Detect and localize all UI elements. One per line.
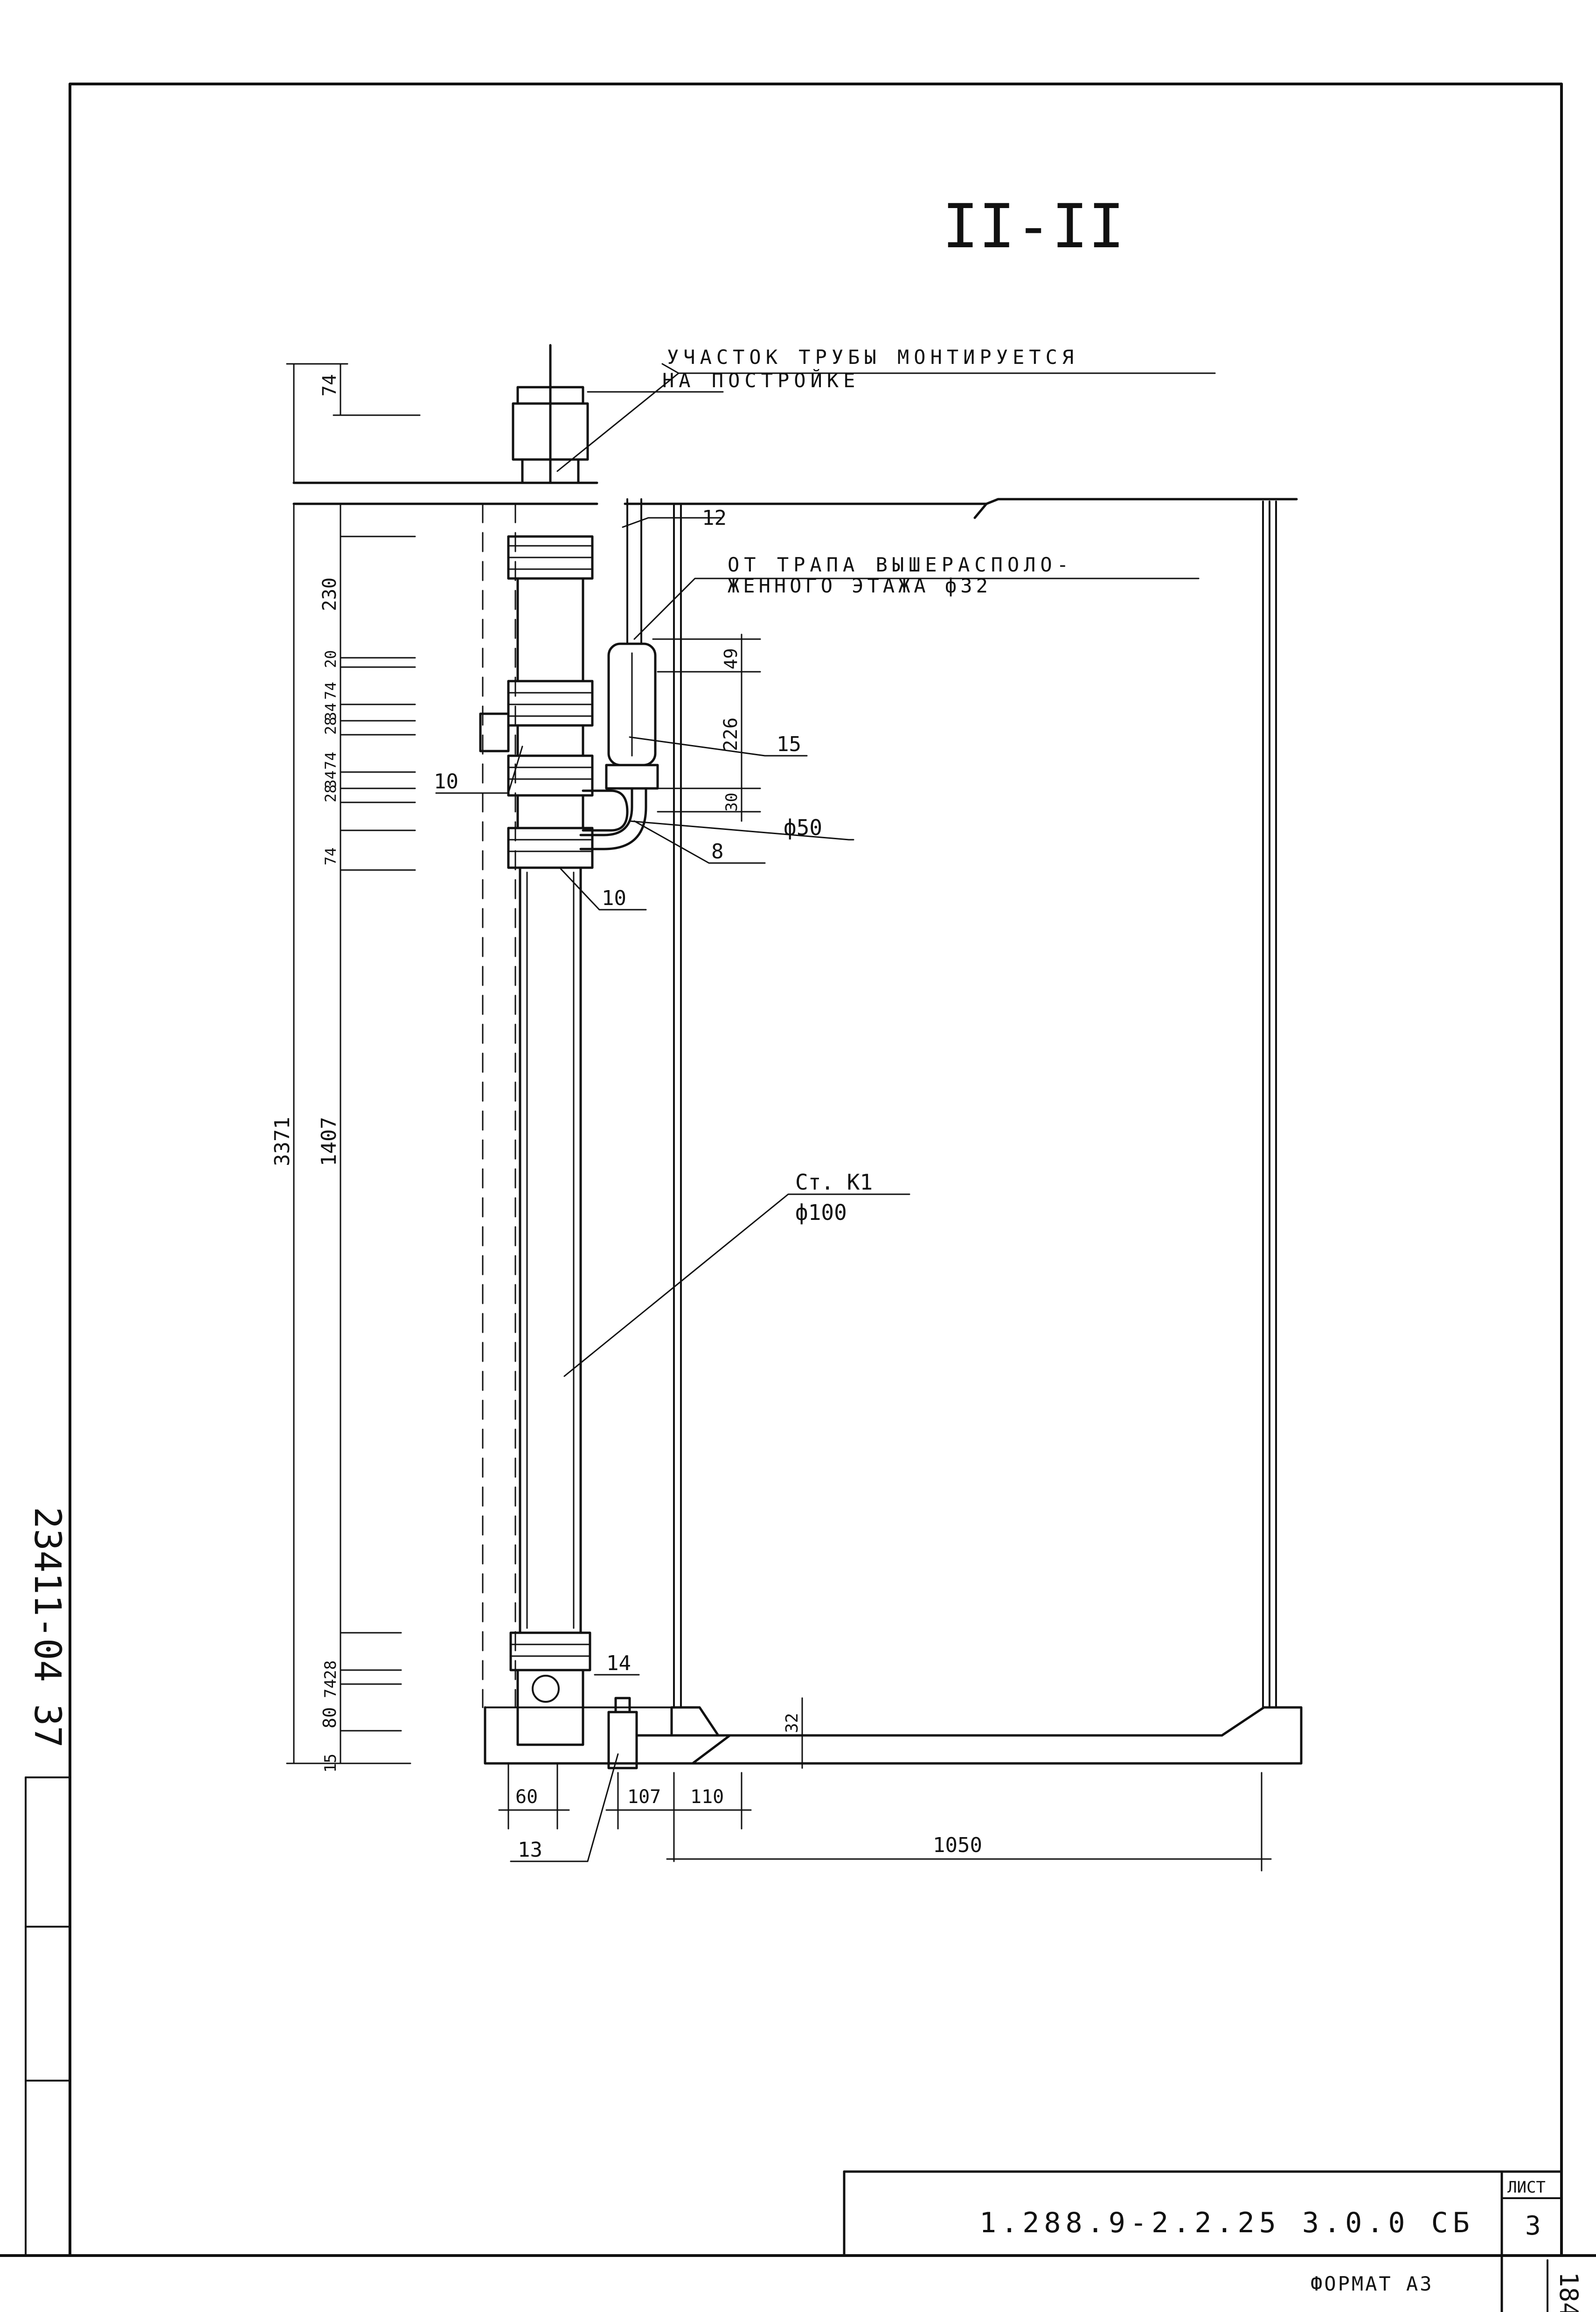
position-10-upper: 10 [434,770,458,794]
drawing-code: 1.288.9-2.2.25 3.0.0 СБ [979,2207,1474,2239]
floor-structure [292,481,1303,1765]
riser-pipe [479,344,629,1746]
svg-text:15: 15 [321,1754,340,1773]
dimension-lines-left [286,363,421,1764]
diameter-50-label: ф50 [784,815,822,840]
svg-text:30: 30 [722,793,741,812]
left-dimension-values: 74 230 20 74 34 28 74 34 28 74 3371 1407… [271,374,341,1773]
side-stamp: 23411-04 37 [26,1507,68,1748]
dimension-lines-bottom [498,1762,1272,1872]
svg-text:110: 110 [690,1786,724,1808]
svg-text:226: 226 [720,717,742,751]
trap-note-line2: ЖЕННОГО ЭТАЖА ф32 [728,574,992,597]
pipe-note-line2: НА ПОСТРОЙКЕ [662,369,860,392]
dimension-lines-right [652,634,803,1769]
leader-lines [435,363,1216,1862]
svg-text:60: 60 [515,1786,538,1808]
pipe-note-line1: УЧАСТОК ТРУБЫ МОНТИРУЕТСЯ [667,346,1078,369]
sheet-frame [0,83,1596,2257]
svg-text:74: 74 [322,752,340,770]
svg-text:3371: 3371 [271,1117,294,1166]
svg-text:74: 74 [322,847,340,865]
trap-branch [579,498,659,850]
page-number: 184 [1554,2272,1583,2312]
svg-text:28: 28 [321,1660,340,1679]
svg-text:1050: 1050 [933,1833,982,1857]
position-13: 13 [518,1838,542,1862]
svg-text:49: 49 [721,648,741,669]
svg-text:1407: 1407 [317,1117,341,1166]
floor-outlet [607,1697,731,1769]
position-10-lower: 10 [602,886,626,910]
title-block [843,2170,1563,2312]
bottom-dimension-values: 60 107 110 1050 [515,1786,982,1857]
svg-text:28: 28 [322,717,340,735]
svg-text:32: 32 [783,1713,802,1733]
svg-text:28: 28 [322,784,340,802]
position-15: 15 [777,732,801,756]
svg-text:107: 107 [627,1786,661,1808]
position-12: 12 [702,506,727,530]
svg-text:74: 74 [321,1679,340,1698]
position-14: 14 [606,1651,631,1675]
format-label: ФОРМАТ А3 [1311,2272,1434,2295]
svg-text:34: 34 [322,703,340,721]
svg-text:230: 230 [319,578,340,611]
sheet-number: 3 [1525,2211,1541,2241]
riser-label-line1: Ст. К1 [795,1170,873,1195]
position-8: 8 [711,840,724,864]
svg-text:74: 74 [322,682,340,700]
sheet-label: ЛИСТ [1507,2178,1546,2197]
svg-text:80: 80 [319,1707,340,1728]
trap-note-line1: ОТ ТРАПА ВЫШЕРАСПОЛО- [728,553,1073,576]
section-title: II-II [942,191,1124,262]
riser-label-line2: ф100 [795,1200,847,1225]
right-dimension-values: 49 226 30 32 [720,648,802,1733]
svg-text:34: 34 [322,770,340,788]
svg-text:74: 74 [319,374,340,397]
svg-text:20: 20 [322,650,340,668]
